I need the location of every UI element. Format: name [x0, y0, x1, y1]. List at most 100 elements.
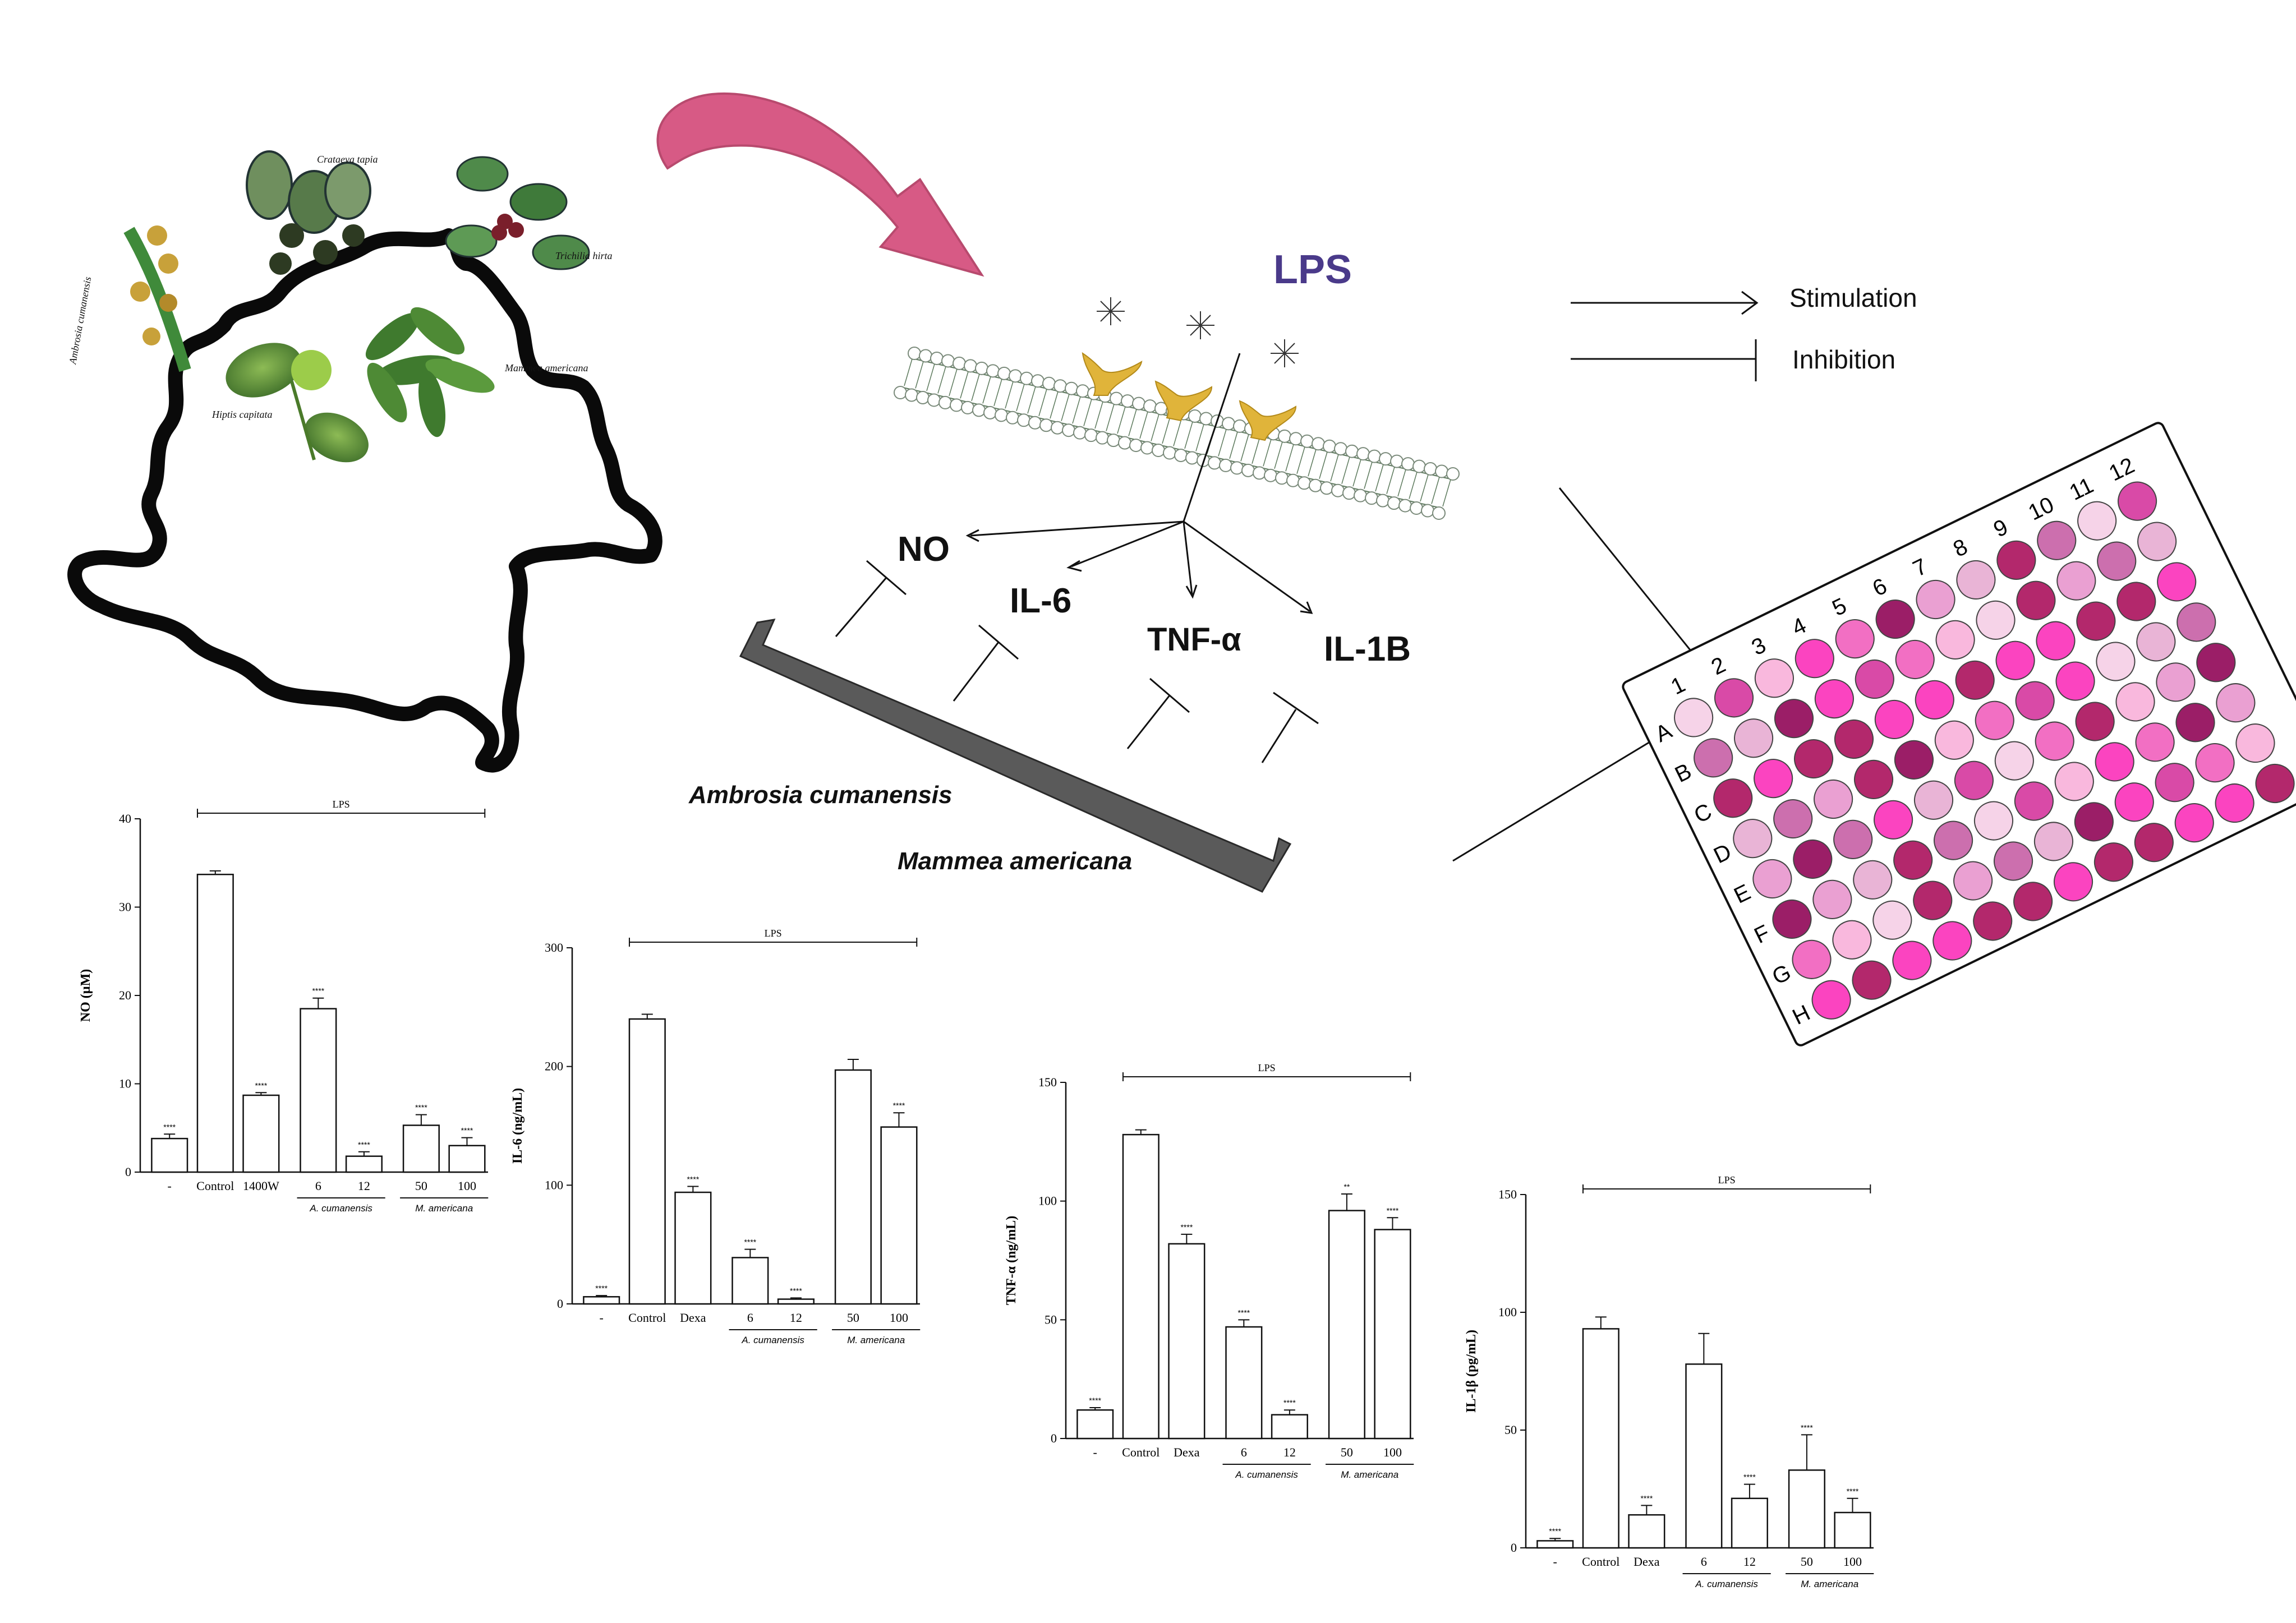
bar: [151, 1137, 188, 1173]
membrane-tail: [1285, 444, 1294, 472]
membrane-head: [1006, 411, 1019, 425]
plate-well: [2157, 562, 2197, 602]
x-tick-label: 100: [1843, 1555, 1862, 1569]
bar: [777, 1298, 815, 1305]
membrane-head: [1096, 431, 1109, 445]
plate-well: [1872, 900, 1912, 940]
membrane-head: [1398, 499, 1412, 513]
x-tick-label: 100: [458, 1179, 476, 1193]
membrane-head: [1009, 369, 1022, 383]
membrane-head: [1264, 468, 1277, 482]
plate-well: [1894, 740, 1934, 780]
bar: [1271, 1414, 1308, 1440]
membrane-head: [1365, 491, 1378, 505]
plate-well: [1852, 960, 1892, 1000]
plate-well: [1795, 639, 1834, 679]
membrane-tail: [1431, 477, 1440, 504]
group-label: M. americana: [415, 1203, 473, 1214]
y-tick-label: 100: [545, 1178, 563, 1192]
membrane-tail: [982, 376, 991, 404]
membrane-head: [941, 354, 955, 368]
plant-label-ambrosia: Ambrosia cumanensis: [67, 276, 93, 366]
bar: [300, 1008, 337, 1173]
membrane-head: [1354, 488, 1367, 502]
plate-well: [2156, 662, 2196, 702]
membrane-tail: [1375, 464, 1384, 492]
membrane-tail: [1151, 414, 1159, 441]
bar: [1788, 1469, 1825, 1549]
membrane-tail: [1229, 431, 1238, 459]
y-tick-label: 0: [1511, 1541, 1517, 1555]
bar: [1225, 1326, 1263, 1440]
group-label: A. cumanensis: [1695, 1579, 1758, 1589]
plate-well: [1794, 739, 1834, 779]
membrane-head: [1345, 444, 1359, 458]
membrane-head: [1342, 486, 1356, 500]
lps-bracket-label: LPS: [333, 799, 350, 810]
y-tick-label: 0: [1051, 1431, 1057, 1445]
plant-hiptis-capitata: [226, 343, 369, 463]
plate-well: [1853, 860, 1893, 900]
y-axis-label: NO (µM): [79, 969, 93, 1022]
membrane-tail: [915, 361, 924, 389]
membrane-tail: [1094, 401, 1103, 429]
x-tick-label: 1400W: [243, 1179, 279, 1193]
membrane-head: [1286, 473, 1300, 487]
membrane-head: [1241, 463, 1255, 477]
plate-well: [1996, 540, 2036, 580]
y-tick-label: 0: [557, 1297, 563, 1311]
membrane-head: [1401, 457, 1415, 471]
membrane-head: [938, 395, 952, 409]
plate-well: [2174, 803, 2214, 843]
plate-well: [2196, 643, 2236, 683]
tlr4-receptors: [1082, 352, 1297, 441]
membrane-head: [1435, 464, 1448, 478]
y-tick-label: 200: [545, 1059, 563, 1073]
bar: [1628, 1514, 1665, 1549]
significance-label: ****: [1801, 1423, 1813, 1432]
significance-label: ****: [461, 1126, 473, 1135]
membrane-tail: [1409, 472, 1418, 499]
membrane-head: [1110, 391, 1123, 405]
membrane-head: [1053, 379, 1067, 393]
membrane-head: [995, 408, 1008, 422]
x-tick-label: 6: [1701, 1555, 1707, 1569]
plate-well: [1854, 759, 1894, 799]
group-label: A. cumanensis: [1235, 1469, 1298, 1480]
significance-label: ****: [1387, 1206, 1399, 1215]
mediator-tnfa: TNF-α: [1147, 621, 1241, 658]
y-tick-label: 20: [119, 988, 131, 1002]
plate-well: [1733, 819, 1773, 859]
membrane-tail: [949, 368, 958, 396]
plant-crataeva-tapia: [246, 150, 371, 275]
x-tick-label: Dexa: [1174, 1445, 1200, 1459]
membrane-head: [1129, 439, 1143, 453]
plate-well: [2115, 682, 2155, 722]
plate-well: [1975, 700, 2014, 740]
bar: [834, 1069, 872, 1305]
membrane-head: [1300, 434, 1314, 448]
membrane-head: [1152, 444, 1165, 458]
bar: [345, 1155, 383, 1173]
x-tick-label: 100: [1383, 1445, 1402, 1459]
plate-well: [2096, 642, 2136, 681]
membrane-tail: [1341, 457, 1350, 484]
membrane-head: [1174, 448, 1188, 462]
x-tick-label: 50: [415, 1179, 427, 1193]
plate-well: [1814, 679, 1854, 719]
plate-well: [1976, 600, 2016, 640]
bar: [1582, 1328, 1619, 1549]
bar: [1685, 1363, 1723, 1549]
x-tick-label: Control: [1122, 1445, 1159, 1459]
bar: [1536, 1540, 1574, 1549]
membrane-head: [1356, 447, 1370, 461]
plate-pointer-line: [1558, 487, 1701, 662]
plate-well: [2056, 561, 2096, 601]
flow-arrow: [656, 92, 984, 277]
plate-well: [2195, 743, 2235, 783]
plate-well: [2075, 702, 2115, 741]
plate-well: [2136, 622, 2176, 662]
plate-well: [2076, 601, 2116, 641]
